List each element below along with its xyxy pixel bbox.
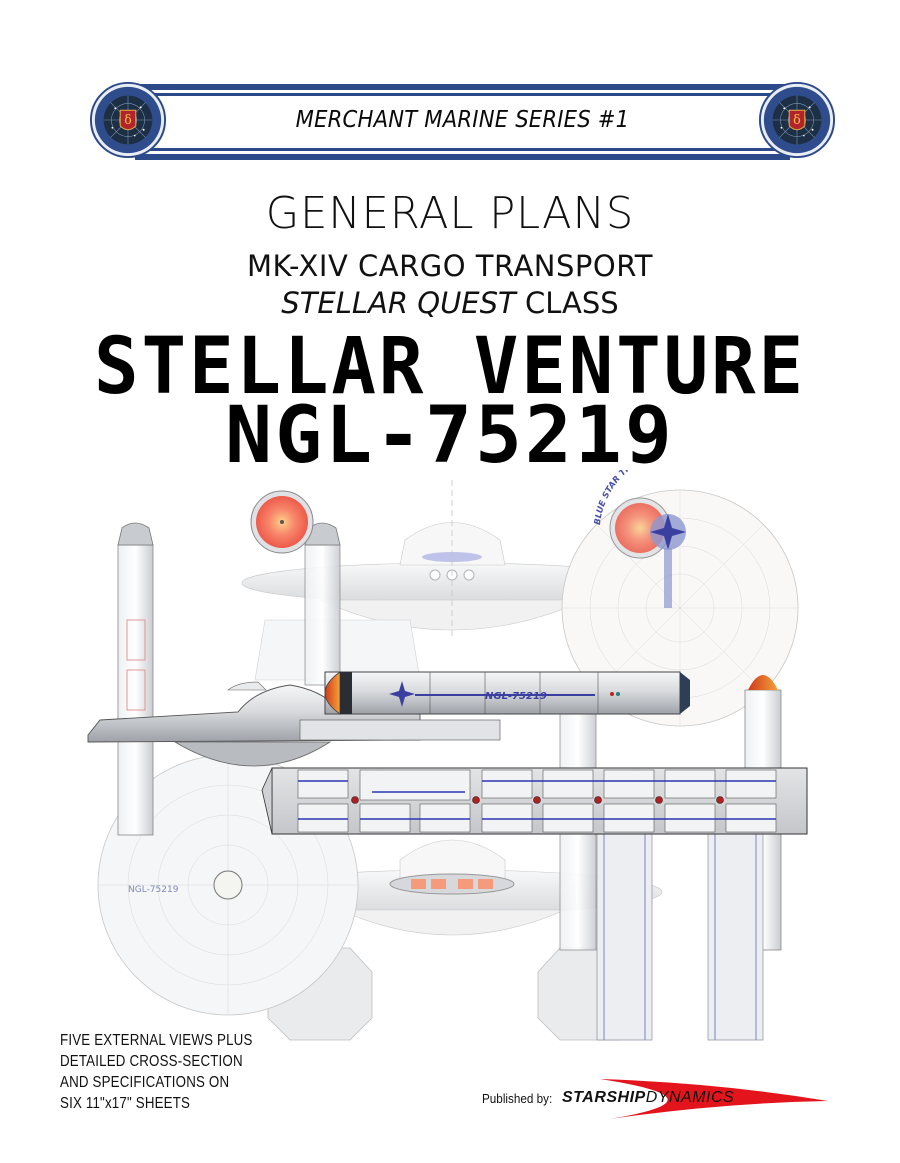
left-nacelles: [117, 522, 341, 836]
blurb-line: FIVE EXTERNAL VIEWS PLUS: [60, 1032, 253, 1049]
logo-bold-text: STARSHIP: [562, 1089, 646, 1106]
banner-stripe-top-thick: [135, 84, 790, 90]
blurb-line: DETAILED CROSS-SECTION: [60, 1053, 243, 1070]
swoosh-icon: [600, 1079, 828, 1119]
blurb-line: SIX 11"x17" SHEETS: [60, 1095, 191, 1112]
logo-light-text: DYNAMICS: [645, 1089, 735, 1106]
class-name: STELLAR QUEST: [281, 286, 516, 320]
banner-stripe-top-thin: [135, 93, 790, 96]
svg-text:δ: δ: [124, 112, 132, 127]
deflector-dome: [250, 490, 671, 559]
blurb-line: AND SPECIFICATIONS ON: [60, 1074, 230, 1091]
cargo-module-stack: [261, 767, 808, 835]
saucer-registry: NGL-75219: [128, 885, 179, 895]
vessel-class: STELLAR QUEST CLASS: [0, 286, 900, 320]
publisher-credit: Published by: STARSHIPDYNAMICS: [480, 1079, 830, 1125]
series-banner: MERCHANT MARINE SERIES #1 δ δ: [89, 81, 836, 160]
ship-registry: NGL-75219: [225, 391, 675, 481]
hull-registry: NGL-75219: [485, 691, 547, 702]
series-title: MERCHANT MARINE SERIES #1: [295, 107, 630, 133]
ship-name: STELLAR VENTURE: [94, 322, 806, 412]
impulse-engines: [389, 873, 515, 895]
merchant-marine-seal-icon: δ: [89, 81, 167, 159]
ship-orthographic-illustration: BLUE STAR TRANSPORT SERVICES NGL: [87, 470, 808, 1041]
contents-description: FIVE EXTERNAL VIEWS PLUS DETAILED CROSS-…: [60, 1030, 253, 1114]
document-heading: GENERAL PLANS: [265, 188, 635, 239]
side-view-saucer: [87, 681, 501, 767]
banner-stripe-bottom-thick: [135, 154, 790, 160]
class-suffix: CLASS: [515, 286, 619, 320]
starship-dynamics-logo: STARSHIPDYNAMICS: [562, 1089, 734, 1107]
vessel-type: MK-XIV CARGO TRANSPORT: [247, 249, 653, 283]
right-nacelles: [559, 675, 782, 1041]
banner-stripe-bottom-thin: [135, 148, 790, 151]
merchant-marine-seal-icon: δ: [758, 81, 836, 159]
main-hull: NGL-75219: [324, 671, 690, 715]
svg-text:δ: δ: [793, 112, 801, 127]
publisher-label: Published by:: [482, 1091, 553, 1106]
